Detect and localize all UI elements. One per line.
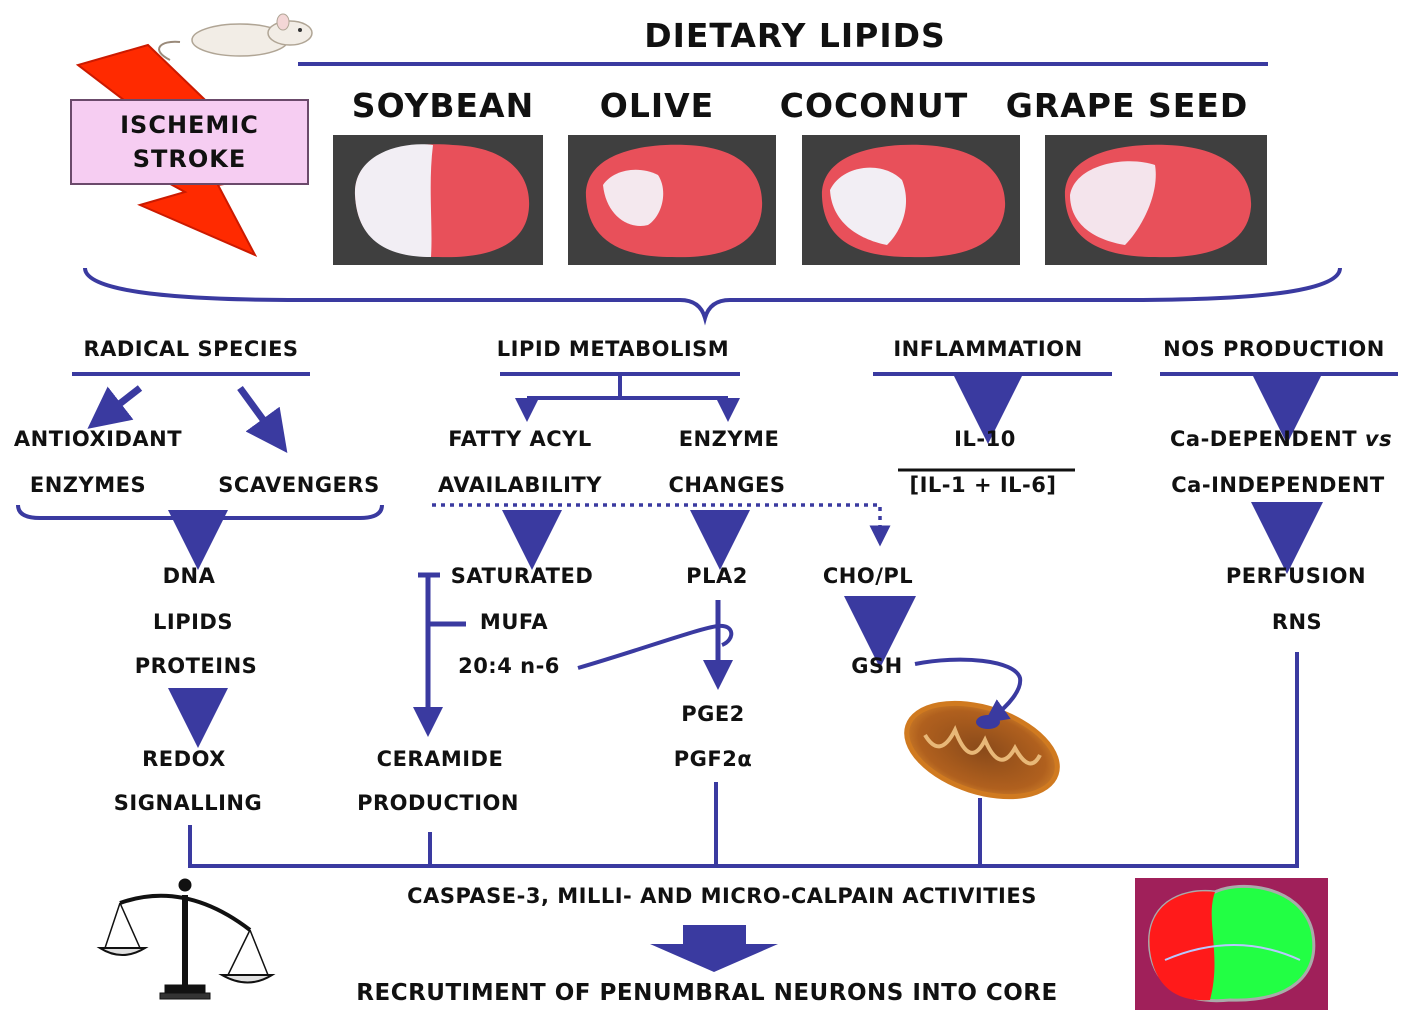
brain-slice-grapeseed — [1045, 135, 1267, 265]
mufa-label: MUFA — [480, 610, 548, 634]
brain-slice-icon — [802, 135, 1020, 265]
rat-icon — [159, 14, 312, 60]
gsh-label: GSH — [851, 654, 902, 678]
brain-slice-coconut — [802, 135, 1020, 265]
ca-independent-label: Ca-INDEPENDENT — [1171, 473, 1384, 497]
enzyme-label: ENZYME — [679, 427, 780, 451]
brain-slice-soybean — [333, 135, 543, 265]
inflammation-heading: INFLAMMATION — [893, 337, 1082, 361]
rns-label: RNS — [1272, 610, 1322, 634]
balance-scale-icon — [100, 879, 272, 999]
brain-slice-icon — [333, 135, 543, 265]
arachidonic-acid-label: 20:4 n-6 — [458, 654, 560, 678]
diet-grapeseed-label: GRAPE SEED — [1006, 86, 1249, 125]
changes-label: CHANGES — [668, 473, 785, 497]
dna-label: DNA — [163, 564, 216, 588]
pla2-label: PLA2 — [686, 564, 748, 588]
ca-dependent-label: Ca-DEPENDENT vs — [1170, 427, 1392, 451]
recruitment-label: RECRUTIMENT OF PENUMBRAL NEURONS INTO CO… — [356, 980, 1057, 1006]
pgf2a-label: PGF2α — [674, 747, 753, 771]
mitochondrion-icon — [895, 686, 1069, 814]
stroke-line2: STROKE — [133, 142, 247, 176]
ca-dependent-text: Ca-DEPENDENT — [1170, 427, 1357, 451]
radical-species-heading: RADICAL SPECIES — [83, 337, 298, 361]
brain-map-icon — [1135, 878, 1328, 1010]
dietary-lipids-title: DIETARY LIPIDS — [644, 16, 946, 55]
caspase-calpain-label: CASPASE-3, MILLI- AND MICRO-CALPAIN ACTI… — [407, 884, 1037, 908]
nos-production-heading: NOS PRODUCTION — [1163, 337, 1385, 361]
fatty-acyl-label: FATTY ACYL — [448, 427, 591, 451]
diet-olive-label: OLIVE — [600, 86, 714, 125]
diet-coconut-label: COCONUT — [780, 86, 968, 125]
lipids-label: LIPIDS — [153, 610, 233, 634]
cho-pl-label: CHO/PL — [823, 564, 913, 588]
signalling-label: SIGNALLING — [114, 791, 262, 815]
redox-label: REDOX — [142, 747, 226, 771]
il1-il6-label: [IL-1 + IL-6] — [910, 473, 1057, 497]
availability-label: AVAILABILITY — [438, 473, 602, 497]
antioxidant-label: ANTIOXIDANT — [14, 427, 182, 451]
il10-label: IL-10 — [954, 427, 1016, 451]
perfusion-label: PERFUSION — [1226, 564, 1366, 588]
brain-slice-icon — [568, 135, 776, 265]
proteins-label: PROTEINS — [135, 654, 258, 678]
brain-slice-icon — [1045, 135, 1267, 265]
ceramide-label: CERAMIDE — [377, 747, 504, 771]
scavengers-label: SCAVENGERS — [218, 473, 379, 497]
pge2-label: PGE2 — [681, 702, 745, 726]
ceramide-production-label: PRODUCTION — [357, 791, 519, 815]
diet-soybean-label: SOYBEAN — [352, 86, 534, 125]
vs-text: vs — [1365, 427, 1392, 451]
ischemic-stroke-box: ISCHEMIC STROKE — [70, 99, 309, 185]
stroke-line1: ISCHEMIC — [120, 108, 259, 142]
brain-slice-olive — [568, 135, 776, 265]
saturated-label: SATURATED — [451, 564, 594, 588]
enzymes-label: ENZYMES — [30, 473, 146, 497]
lipid-metabolism-heading: LIPID METABOLISM — [497, 337, 729, 361]
